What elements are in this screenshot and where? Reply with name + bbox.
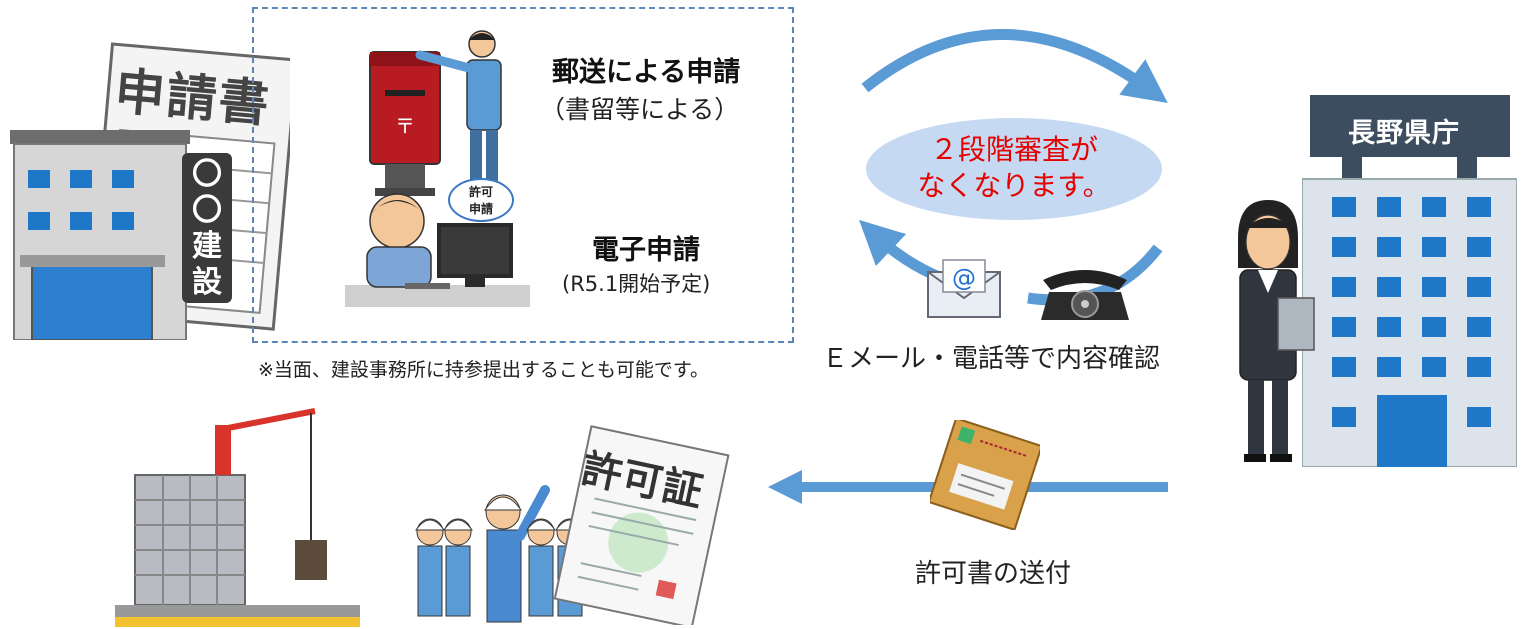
prefectural-office-building <box>1302 95 1517 467</box>
in-person-submission-note: ※当面、建設事務所に持参提出することも可能です。 <box>258 359 710 381</box>
permit-certificate-illustration <box>542 425 742 625</box>
company-sign: 〇 〇 建 設 <box>182 153 232 303</box>
email-icon: @ <box>925 258 1003 320</box>
permit-application-bubble: 許可 申請 <box>448 178 514 222</box>
envelope-icon <box>930 420 1040 530</box>
ellipse-line-1: ２段階審査が <box>929 133 1098 166</box>
company-sign-char: 〇 <box>192 193 222 228</box>
electronic-application-title: 電子申請 <box>592 235 700 266</box>
company-building-illustration <box>10 130 190 340</box>
construction-site-illustration <box>115 405 360 627</box>
prefectural-office-sign: 長野県庁 <box>1348 118 1460 149</box>
construction-workers-illustration <box>410 480 595 625</box>
electronic-application-subtitle: (R5.1開始予定) <box>562 272 711 296</box>
svg-text:〒: 〒 <box>395 114 415 138</box>
postal-application-subtitle: （書留等による） <box>540 95 740 124</box>
submission-methods-box <box>252 7 794 343</box>
ellipse-line-2: なくなります。 <box>917 169 1111 202</box>
company-sign-char: 設 <box>192 265 222 300</box>
postal-application-title: 郵送による申請 <box>552 57 741 88</box>
electronic-application-illustration <box>345 185 530 310</box>
bubble-line: 許可 <box>468 185 493 199</box>
bubble-line: 申請 <box>468 202 493 216</box>
email-at-symbol: @ <box>952 264 976 292</box>
form-title: 申請書 <box>112 62 273 134</box>
two-stage-review-ellipse: ２段階審査が なくなります。 <box>866 118 1162 220</box>
company-sign-char: 建 <box>192 229 222 264</box>
send-permit-label: 許可書の送付 <box>915 559 1072 589</box>
telephone-icon <box>1035 262 1135 322</box>
contact-confirmation-label: Ｅメール・電話等で内容確認 <box>822 344 1161 374</box>
prefectural-officer-illustration <box>1218 198 1318 466</box>
company-sign-char: 〇 <box>192 157 222 192</box>
